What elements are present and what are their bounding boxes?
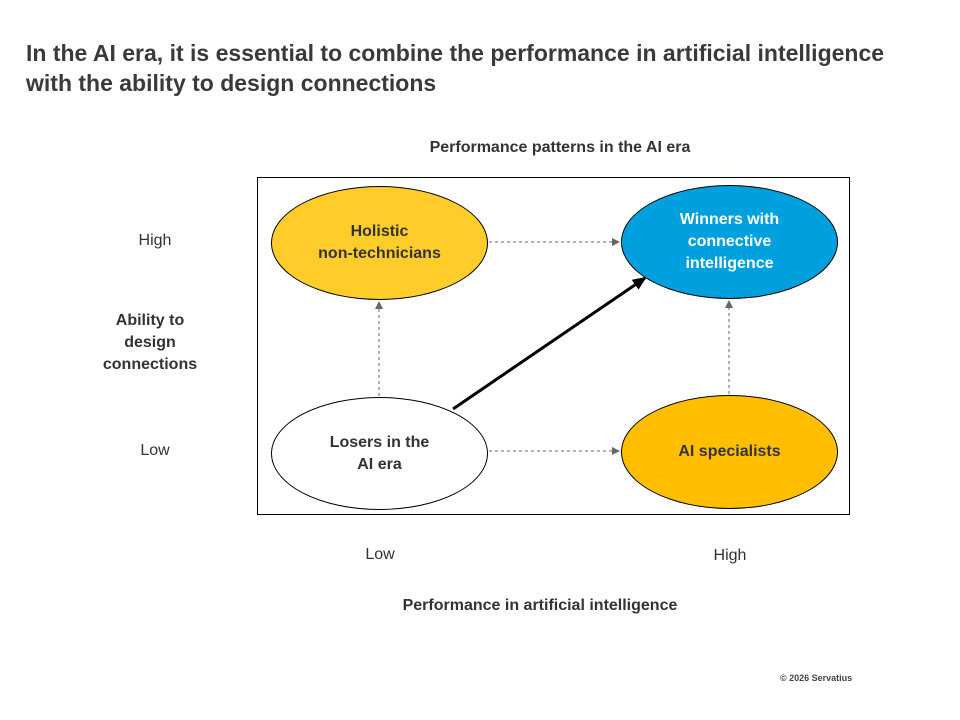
- x-axis-high-label: High: [713, 547, 747, 564]
- copyright-notice: © 2026 Servatius: [780, 673, 853, 683]
- x-axis-low-label: Low: [365, 546, 395, 563]
- node-losers-ai-era: Losers in the AI era: [271, 397, 488, 510]
- node-label: Holistic non-technicians: [318, 223, 441, 262]
- node-holistic-non-technicians: Holistic non-technicians: [271, 186, 488, 300]
- diagram-title: Performance patterns in the AI era: [429, 139, 691, 156]
- y-axis-title: Ability to design connections: [102, 312, 198, 373]
- x-axis-title: Performance in artificial intelligence: [402, 597, 678, 614]
- matrix-frame: [257, 177, 850, 515]
- node-ai-specialists: AI specialists: [621, 395, 838, 509]
- node-winners-connective-intelligence: Winners with connective intelligence: [621, 185, 838, 299]
- node-label: Winners with connective intelligence: [679, 211, 780, 272]
- arrow-losers-to-winners: [452, 276, 647, 411]
- node-label: AI specialists: [678, 443, 781, 460]
- y-axis-high-label: High: [138, 232, 172, 249]
- page-title: In the AI era, it is essential to combin…: [26, 40, 885, 96]
- node-label: Losers in the AI era: [329, 433, 430, 473]
- y-axis-low-label: Low: [140, 442, 170, 459]
